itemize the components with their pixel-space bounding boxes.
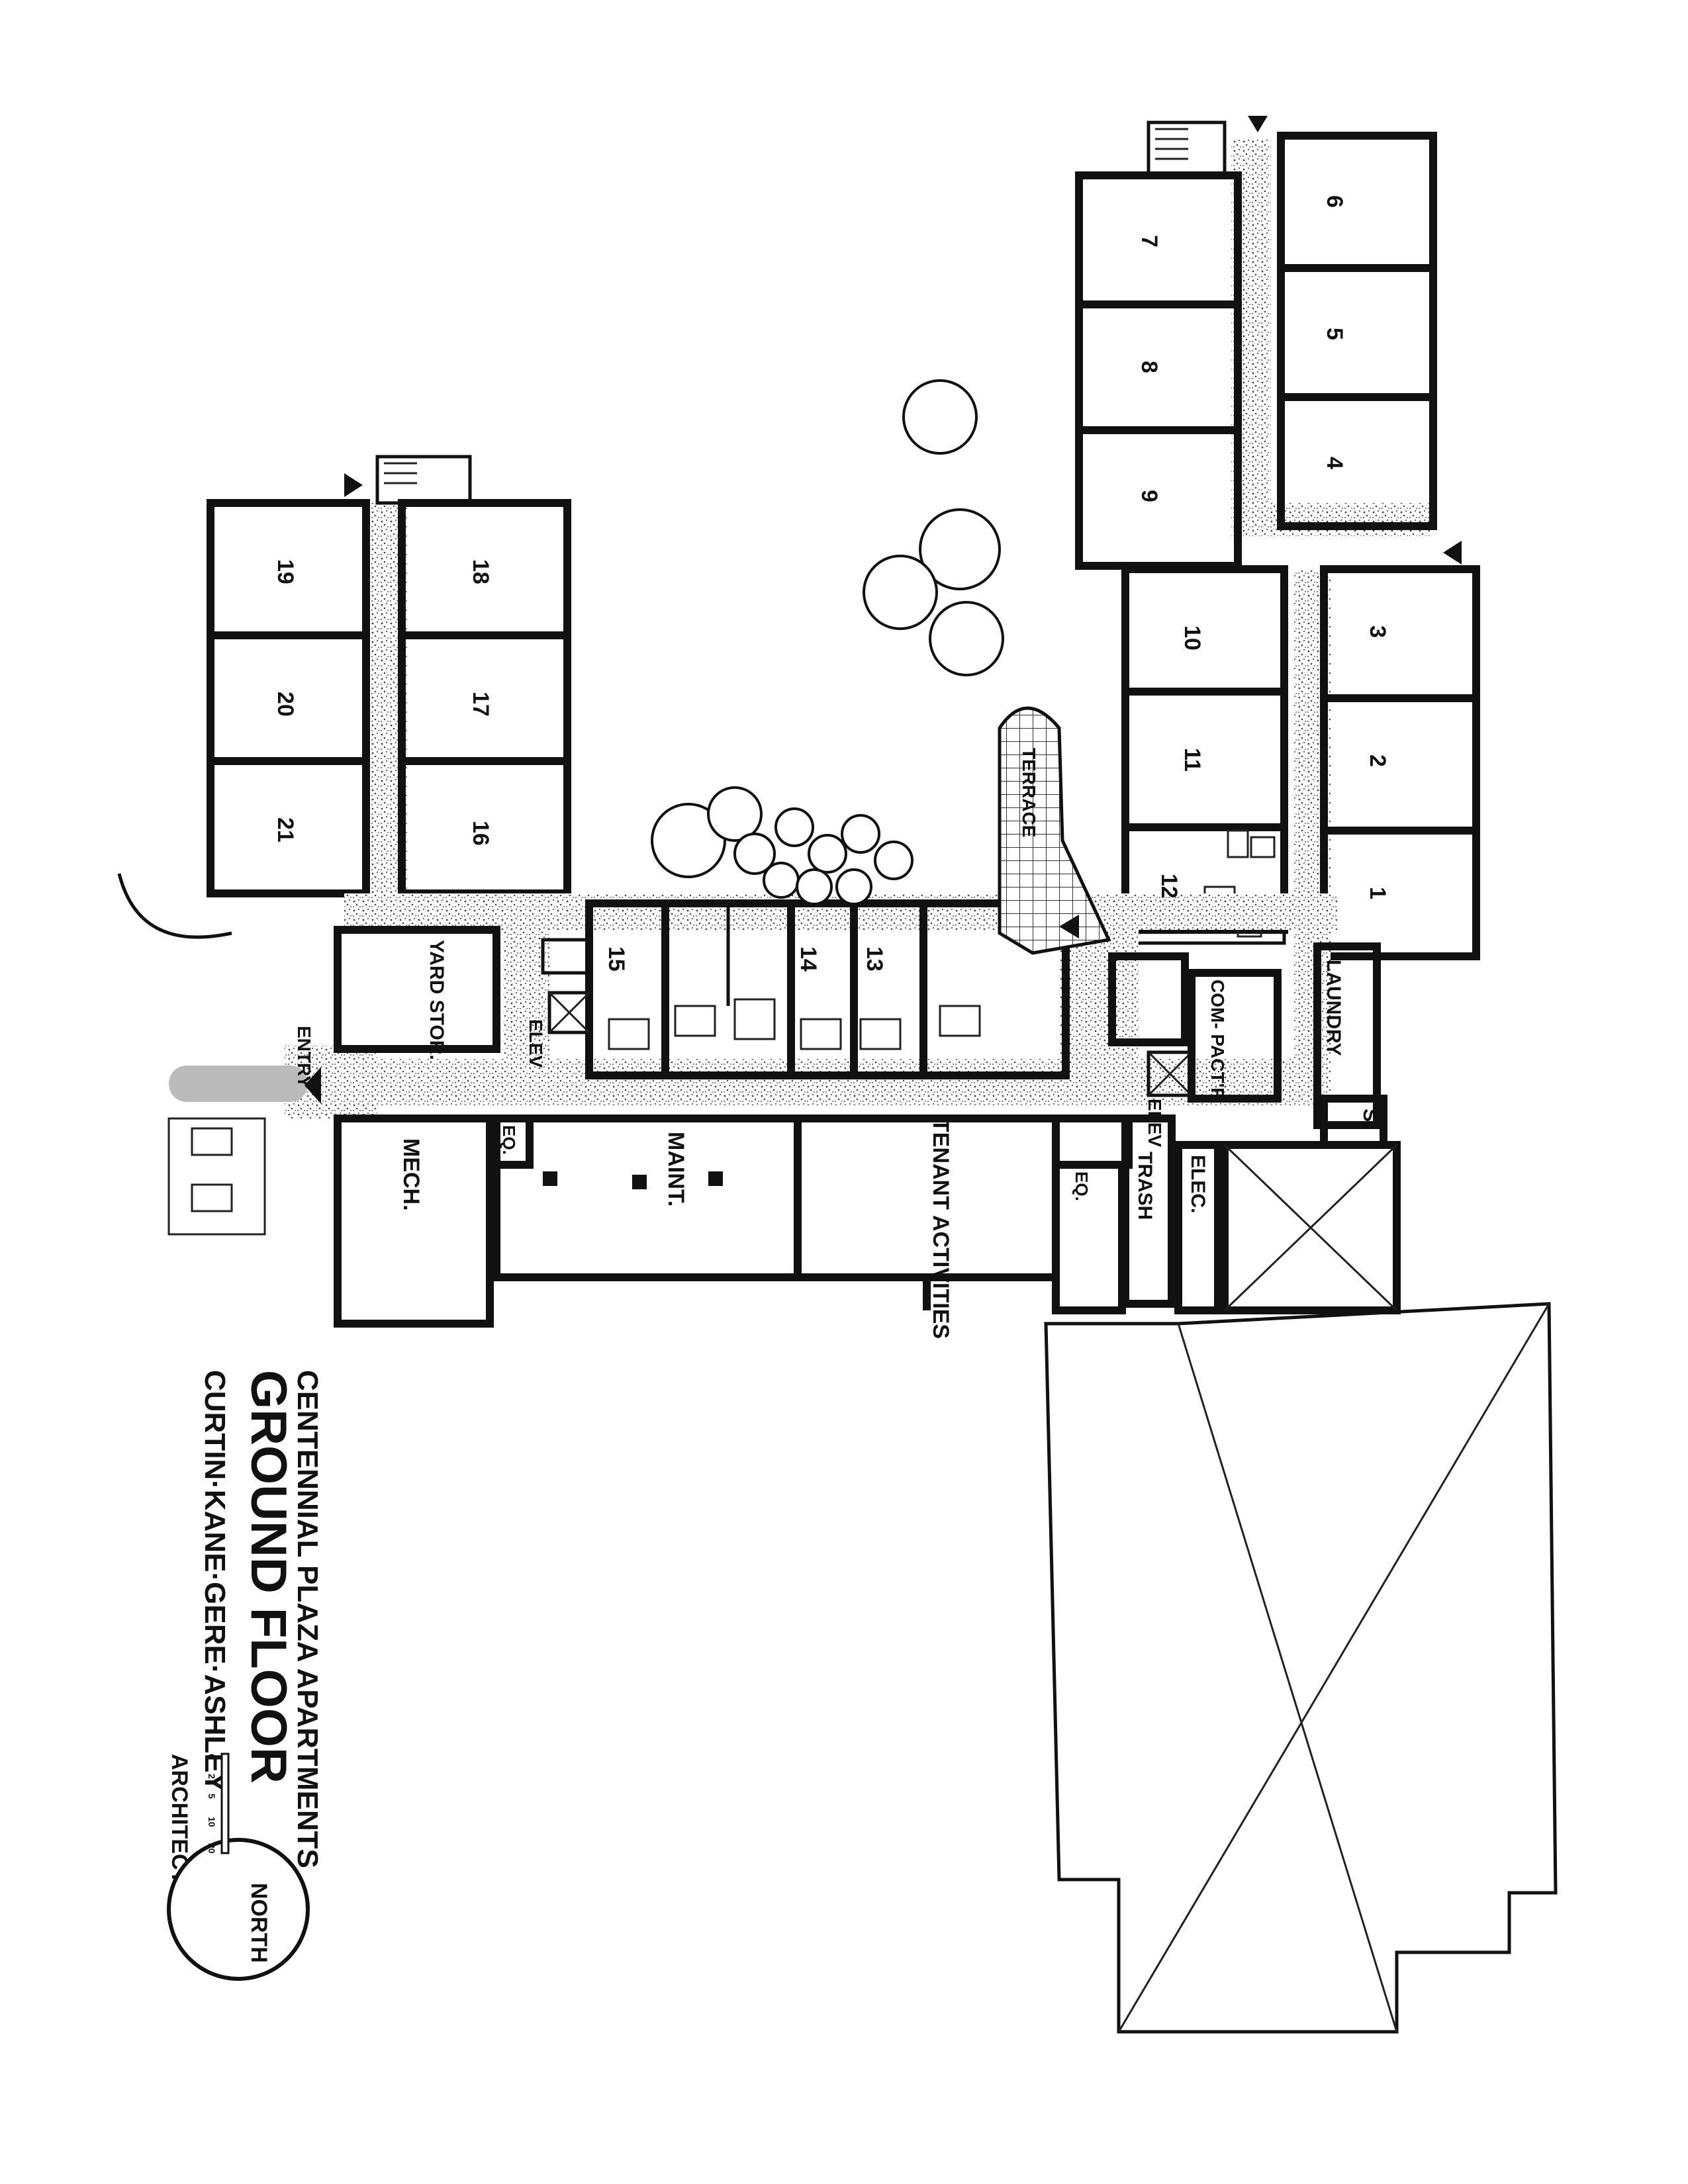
s-label: S <box>1359 1109 1381 1122</box>
unit-12: 12 <box>1156 874 1182 899</box>
unit-21: 21 <box>273 817 298 842</box>
scale-tick: 0 <box>207 1754 217 1759</box>
scale-bar: 0 2 5 10 20 <box>207 1752 230 1854</box>
eq-west-label: EQ. <box>499 1125 519 1155</box>
terrace <box>998 706 1111 955</box>
unit-labels: 1 2 3 4 5 6 7 8 9 10 11 12 13 14 15 16 1… <box>273 195 1390 972</box>
terrace-label: TERRACE <box>1019 748 1039 837</box>
trash-label: TRASH <box>1134 1152 1156 1220</box>
project-name: CENTENNIAL PLAZA APARTMENTS <box>291 1370 324 1868</box>
central-spine <box>344 893 1387 1149</box>
trees <box>651 379 1004 905</box>
unit-6: 6 <box>1322 195 1347 208</box>
entry-label: ENTRY <box>294 1026 314 1088</box>
wing-units-16-21 <box>117 455 571 939</box>
unit-7: 7 <box>1137 235 1162 248</box>
parking-structure <box>1044 1302 1558 2034</box>
scale-tick: 10 <box>207 1817 217 1827</box>
laundry-label: LAUNDRY <box>1323 960 1344 1056</box>
unit-20: 20 <box>273 692 298 717</box>
tenant-activities-label: TENANT ACTIVITIES <box>928 1118 953 1339</box>
service-blocks <box>167 926 1401 1328</box>
unit-11: 11 <box>1180 748 1205 772</box>
room-labels: LAUNDRY S COM- PACT'R TERRACE ELEV ELEV … <box>294 748 1381 1339</box>
unit-1: 1 <box>1365 887 1390 899</box>
unit-9: 9 <box>1137 490 1162 502</box>
unit-16: 16 <box>468 821 493 846</box>
architect-name: CURTIN·KANE·GERE·ASHLEY <box>199 1370 231 1792</box>
maint-label: MAINT. <box>663 1132 688 1206</box>
title-block: CENTENNIAL PLAZA APARTMENTS GROUND FLOOR… <box>167 1370 324 1981</box>
unit-15: 15 <box>604 946 629 972</box>
unit-18: 18 <box>468 559 493 584</box>
floor-title: GROUND FLOOR <box>240 1370 297 1784</box>
scale-tick: 20 <box>207 1843 217 1854</box>
unit-10: 10 <box>1180 625 1205 651</box>
elec-label: ELEC. <box>1187 1155 1209 1213</box>
elev-east-label: ELEV <box>1145 1099 1165 1147</box>
north-arrow-icon: NORTH <box>167 1838 310 1981</box>
elev-west-label: ELEV <box>526 1019 546 1068</box>
unit-5: 5 <box>1322 328 1347 340</box>
north-label: NORTH <box>246 1883 271 1963</box>
scale-tick: 5 <box>207 1794 217 1799</box>
mech-label: MECH. <box>399 1138 424 1211</box>
unit-3: 3 <box>1365 625 1390 638</box>
unit-19: 19 <box>273 559 298 584</box>
eq-east-label: EQ. <box>1072 1171 1092 1201</box>
scale-tick: 2 <box>207 1774 217 1779</box>
yard-storage-label: YARD STOR. <box>426 940 447 1060</box>
unit-17: 17 <box>468 692 493 717</box>
unit-4: 4 <box>1322 457 1347 469</box>
unit-2: 2 <box>1365 754 1390 767</box>
unit-13: 13 <box>862 946 887 972</box>
wing-units-4-9 <box>1075 116 1462 570</box>
compactor-label: COM- PACT'R <box>1207 979 1228 1101</box>
unit-14: 14 <box>796 946 821 972</box>
unit-8: 8 <box>1137 361 1162 373</box>
